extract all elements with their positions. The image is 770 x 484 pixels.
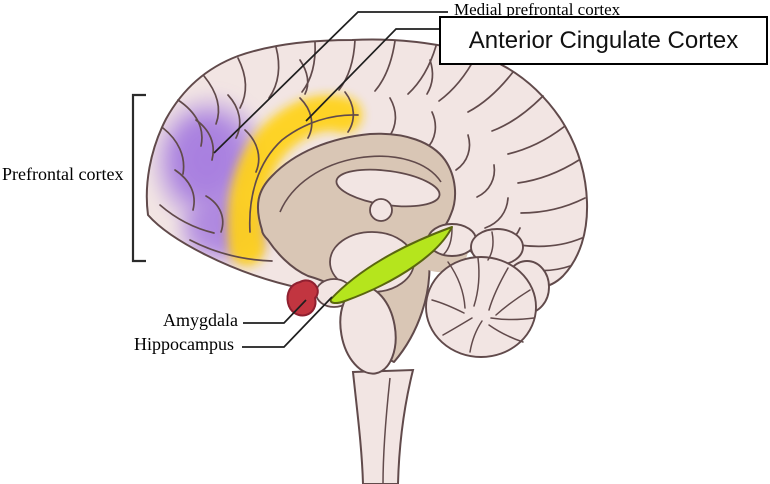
callosum-inner-line: [279, 155, 442, 213]
cerebellum-folia-lines: [431, 227, 535, 353]
amygdala-label: Amygdala: [163, 310, 238, 330]
interthalamic-circle: [369, 198, 393, 222]
hippocampus-label: Hippocampus: [134, 334, 234, 354]
acc-leader-line: [305, 28, 440, 122]
hippocampus-leader-line: [242, 296, 333, 348]
anterior-cingulate-cortex-label-box: Anterior Cingulate Cortex: [439, 16, 768, 65]
amygdala-leader-line: [243, 299, 307, 324]
cerebellum-shape: [425, 223, 550, 358]
anterior-cingulate-highlight: [227, 94, 362, 266]
hippocampus-shape: [329, 226, 453, 305]
anterior-cingulate-cortex-label: Anterior Cingulate Cortex: [468, 26, 739, 54]
spinal-cord-shape: [351, 368, 415, 484]
medial-prefrontal-leader-line: [213, 11, 448, 154]
prefrontal-cortex-label: Prefrontal cortex: [2, 164, 124, 184]
medial-prefrontal-cortex-label: Medial prefrontal cortex: [454, 0, 621, 19]
amygdala-shape: [286, 279, 319, 317]
prefrontal-bracket: [131, 93, 146, 263]
cord-inner-line: [382, 377, 391, 484]
